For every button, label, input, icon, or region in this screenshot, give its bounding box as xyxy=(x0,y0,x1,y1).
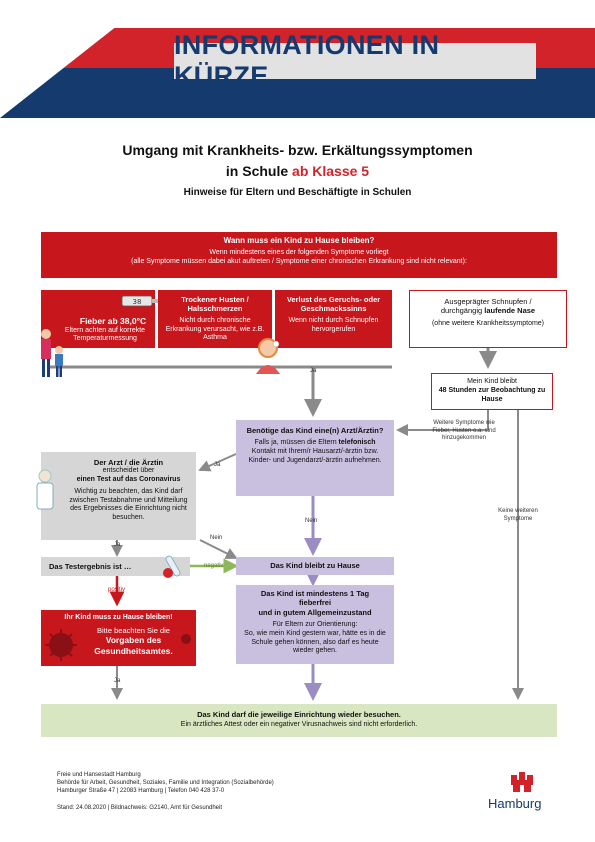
stay-48h-line-1: Mein Kind bleibt xyxy=(467,378,517,385)
hamburg-logo-text: Hamburg xyxy=(488,796,542,811)
symptom-smell-title: Verlust des Geruchs- oder Geschmackssinn… xyxy=(286,295,381,314)
title-line-1: Umgang mit Krankheits- bzw. Erkältungssy… xyxy=(122,142,473,158)
label-weitere: Weitere Symptome wie Fieber, Husten o.a.… xyxy=(432,420,496,441)
final-body: Ein ärztliches Attest oder ein negativer… xyxy=(180,721,418,729)
positive-result-bold-1: Vorgaben des xyxy=(105,635,162,646)
label-nein-2: Nein xyxy=(210,535,223,541)
test-result-label: Das Testergebnis ist … xyxy=(49,562,132,571)
final-title: Das Kind darf die jeweilige Einrichtung … xyxy=(197,710,401,719)
doctor-decides-title-2: entscheidet über xyxy=(102,467,155,475)
doctor-icon xyxy=(36,469,54,510)
stay-48h-line-2: 48 Stunden zur Beobachtung zu Hause xyxy=(438,386,546,403)
symptom-fever-title: Fieber ab 38,0°C xyxy=(79,316,147,326)
schnupfen-box: Ausgeprägter Schnupfen / durchgängig lau… xyxy=(409,290,567,348)
virus-small-icon xyxy=(181,634,191,644)
positive-result-box: Ihr Kind muss zu Hause bleiben! Bitte be… xyxy=(41,610,196,666)
test-result-box: Das Testergebnis ist … xyxy=(41,557,190,576)
hamburg-castle-logo xyxy=(511,772,533,792)
schnupfen-line-2a: durchgängig xyxy=(440,306,485,316)
fever-free-body: So, wie mein Kind gestern war, hätte es … xyxy=(244,629,386,655)
symptom-cough-body: Nicht durch chronische Erkrankung verurs… xyxy=(165,316,265,342)
question-line-1: Wenn mindestens eines der folgenden Symp… xyxy=(209,249,389,256)
symptom-cough-box: Trockener Husten / Halsschmerzen Nicht d… xyxy=(158,290,272,348)
sick-child-illustration xyxy=(256,338,280,374)
footer-line-2: Behörde für Arbeit, Gesundheit, Soziales… xyxy=(57,780,274,787)
label-ja-2: Ja xyxy=(214,462,221,468)
doctor-decides-title-3: einen Test auf das Coronavirus xyxy=(76,476,181,484)
positive-result-title: Ihr Kind muss zu Hause bleiben! xyxy=(64,614,173,621)
symptom-fever-box: 38 Fieber ab 38,0°C Eltern achten auf ko… xyxy=(41,290,160,348)
doctor-decides-box: Der Arzt / die Ärztin entscheidet über e… xyxy=(41,452,196,540)
thermometer-value: 38 xyxy=(133,298,142,306)
label-positiv: positiv xyxy=(108,587,126,593)
footer-line-4: Stand: 24.08.2020 | Bildnachweis: G2140,… xyxy=(57,805,222,811)
label-ja-1: Ja xyxy=(310,368,317,374)
final-box: Das Kind darf die jeweilige Einrichtung … xyxy=(41,704,557,737)
label-nein-1: Nein xyxy=(305,518,318,524)
thermometer-icon: 38 xyxy=(121,295,160,307)
label-ja-4: Ja xyxy=(114,678,121,684)
question-line-2: (alle Symptome müssen dabei akut auftret… xyxy=(131,257,467,265)
doctor-question-body-b: telefonisch xyxy=(338,439,376,447)
doctor-question-box: Benötige das Kind eine(n) Arzt/Ärztin? F… xyxy=(236,420,394,496)
title-line-2-red: ab Klasse 5 xyxy=(292,163,370,179)
virus-icon xyxy=(45,629,77,661)
schnupfen-line-1: Ausgeprägter Schnupfen / xyxy=(444,297,532,306)
question-title: Wann muss ein Kind zu Hause bleiben? xyxy=(223,236,375,245)
positive-result-body: Bitte beachten Sie die xyxy=(97,625,170,635)
positive-result-bold-2: Gesundheitsamtes. xyxy=(94,645,173,656)
fever-free-box: Das Kind ist mindestens 1 Tag fieberfrei… xyxy=(236,585,394,664)
doctor-decides-title-1: Der Arzt / die Ärztin xyxy=(93,458,164,467)
doctor-decides-body: Wichtig zu beachten, das Kind darf zwisc… xyxy=(69,487,188,522)
question-box: Wann muss ein Kind zu Hause bleiben? Wen… xyxy=(41,232,557,278)
symptom-cough-title: Trockener Husten / Halsschmerzen xyxy=(181,295,249,314)
fever-free-orient: Für Eltern zur Orientierung: xyxy=(272,621,358,629)
stays-home-box: Das Kind bleibt zu Hause xyxy=(236,557,394,575)
doctor-question-title: Benötige das Kind eine(n) Arzt/Ärztin? xyxy=(246,426,384,435)
label-keine: Keine weiteren Symptome xyxy=(498,508,538,522)
subtitle: Hinweise für Eltern und Beschäftigte in … xyxy=(183,187,412,198)
fever-free-title-2: fieberfrei xyxy=(298,598,332,608)
symptom-smell-body: Wenn nicht durch Schnupfen hervorgerufen xyxy=(288,316,379,333)
fever-free-title-3: und in gutem Allgemeinzustand xyxy=(258,607,372,617)
doctor-question-body-a: Falls ja, müssen die Eltern xyxy=(254,439,339,447)
schnupfen-line-3: (ohne weitere Krankheitssymptome) xyxy=(431,319,545,327)
footer-line-1: Freie und Hansestadt Hamburg xyxy=(57,772,141,778)
symptom-smell-box: Verlust des Geruchs- oder Geschmackssinn… xyxy=(275,290,392,348)
stays-home-label: Das Kind bleibt zu Hause xyxy=(270,561,360,570)
title-line-2: in Schule ab Klasse 5 xyxy=(0,163,595,179)
stay-48h-box: Mein Kind bleibt 48 Stunden zur Beobacht… xyxy=(431,373,553,410)
label-ja-3: Ja xyxy=(114,542,121,548)
header-title-box: INFORMATIONEN IN KÜRZE xyxy=(174,30,536,91)
label-negativ: negativ xyxy=(204,563,224,569)
schnupfen-line-2b: laufende Nase xyxy=(484,306,536,316)
parent-child-illustration xyxy=(41,329,63,377)
footer-address: Freie und Hansestadt Hamburg Behörde für… xyxy=(57,771,274,795)
test-tube-icon xyxy=(163,555,181,578)
footer-line-3: Hamburger Straße 47 | 22083 Hamburg | Te… xyxy=(57,788,225,795)
symptom-fever-body: Eltern achten auf korrekte Temperaturmes… xyxy=(64,326,146,343)
page-title: INFORMATIONEN IN KÜRZE xyxy=(174,30,440,91)
fever-free-title-1: Das Kind ist mindestens 1 Tag xyxy=(260,589,370,598)
doctor-question-body-c: Kontakt mit Ihrem/r Hausarzt/-ärztin bzw… xyxy=(248,448,382,464)
header-white-wedge xyxy=(0,0,150,118)
title-line-2-prefix: in Schule xyxy=(225,163,293,179)
